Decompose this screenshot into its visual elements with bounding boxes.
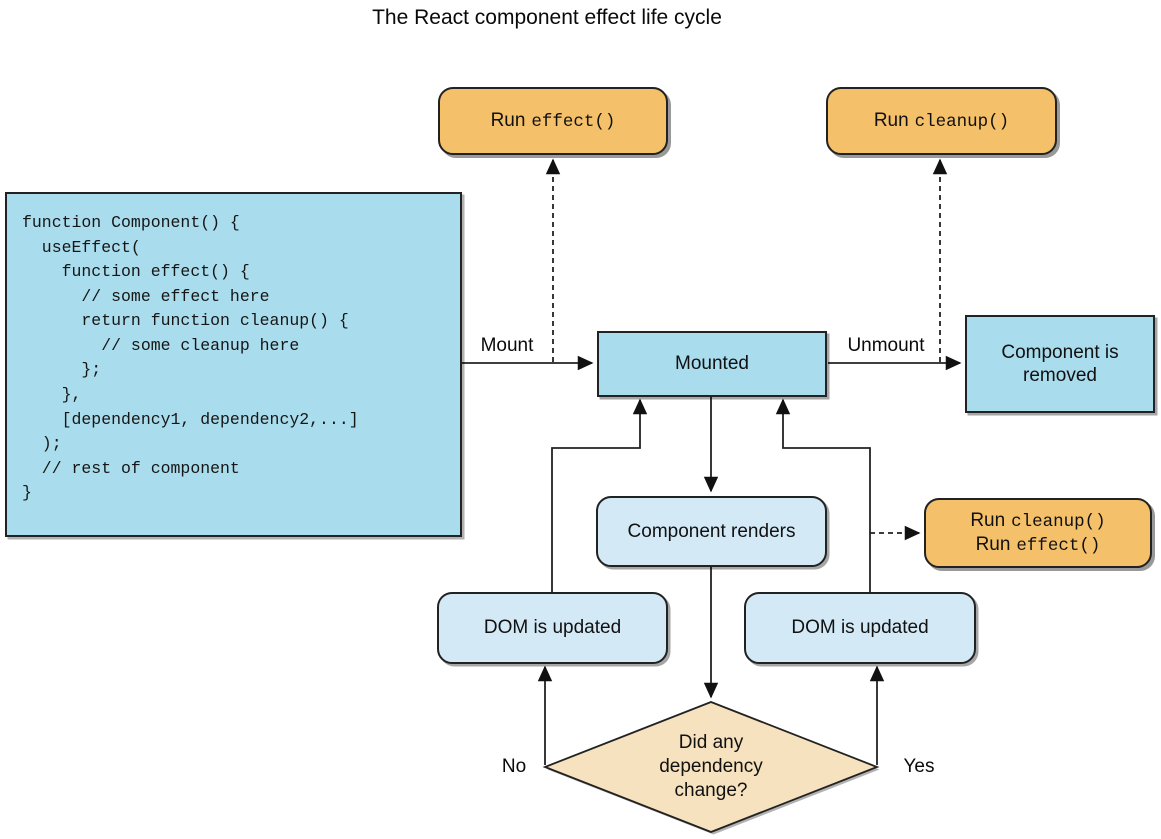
rerun-line2-code: effect() [1016, 536, 1101, 556]
rerun-line1-prefix: Run [970, 509, 1006, 531]
edge-label-mount: Mount [480, 335, 534, 356]
component-removed-label: Component is removed [1001, 341, 1119, 386]
mounted-label: Mounted [675, 353, 749, 375]
node-component-removed: Component is removed [965, 315, 1155, 413]
diagram-title: The React component effect life cycle [372, 6, 722, 29]
decision-label: Did any dependency change? [659, 732, 763, 802]
node-dom-updated-left: DOM is updated [437, 592, 668, 664]
edge-label-unmount: Unmount [847, 335, 925, 356]
rerun-line2-prefix: Run [975, 534, 1011, 555]
run-cleanup-code: cleanup() [914, 111, 1010, 132]
run-effect-prefix: Run [490, 109, 526, 131]
component-renders-label: Component renders [627, 520, 796, 542]
node-dom-updated-right: DOM is updated [744, 592, 976, 664]
dom-updated-right-label: DOM is updated [791, 617, 929, 639]
decision-diamond [542, 701, 880, 833]
run-effect-code: effect() [531, 111, 616, 132]
dom-updated-left-label: DOM is updated [483, 617, 622, 639]
rerun-line1-code: cleanup() [1011, 511, 1106, 532]
edge-label-yes: Yes [903, 756, 935, 777]
edge-dom-right-mounted [775, 398, 871, 592]
edge-dom-left-mounted [551, 398, 648, 592]
code-snippet: function Component() { useEffect( functi… [22, 213, 359, 503]
node-mounted: Mounted [597, 331, 827, 397]
code-box: function Component() { useEffect( functi… [5, 192, 462, 537]
run-cleanup-prefix: Run [873, 109, 909, 131]
node-component-renders: Component renders [596, 496, 827, 567]
edge-label-no: No [501, 756, 527, 777]
